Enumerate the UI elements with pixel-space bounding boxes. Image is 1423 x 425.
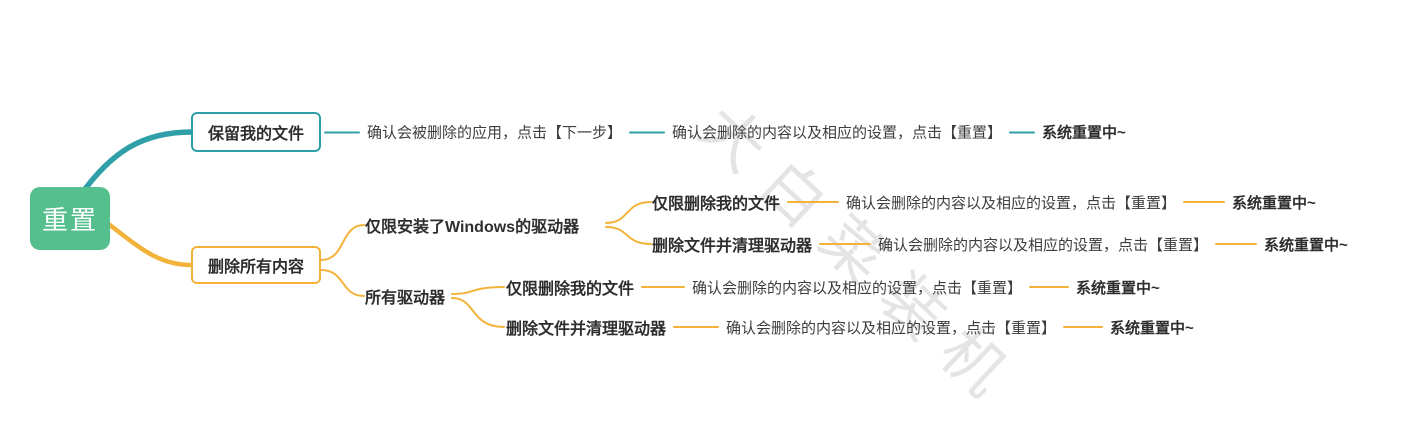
- root-node-label: 重置: [41, 205, 98, 235]
- node-remove-everything[interactable]: 删除所有内容: [191, 246, 321, 284]
- yellow-segment: [673, 326, 720, 328]
- windows-files-only-row: 仅限删除我的文件 确认会删除的内容以及相应的设置，点击【重置】 系统重置中~: [652, 190, 1316, 214]
- connector-windows-files-only: [605, 201, 652, 224]
- yellow-segment: [1029, 286, 1070, 288]
- yellow-segment: [1063, 326, 1104, 328]
- windows-files-only-confirm[interactable]: 确认会删除的内容以及相应的设置，点击【重置】: [846, 194, 1177, 212]
- connector-windows-clean-drive: [605, 226, 652, 245]
- windows-files-only-done[interactable]: 系统重置中~: [1232, 194, 1316, 212]
- yellow-segment: [819, 243, 872, 245]
- windows-files-only-label[interactable]: 仅限删除我的文件: [652, 196, 781, 213]
- alldrives-clean-drive-confirm[interactable]: 确认会删除的内容以及相应的设置，点击【重置】: [726, 319, 1057, 337]
- keep-done-text[interactable]: 系统重置中~: [1042, 124, 1126, 142]
- connector-remove-all-drives: [320, 269, 365, 297]
- alldrives-files-only-row: 仅限删除我的文件 确认会删除的内容以及相应的设置，点击【重置】 系统重置中~: [506, 275, 1160, 299]
- alldrives-clean-drive-label[interactable]: 删除文件并清理驱动器: [506, 321, 667, 338]
- keep-step1-text[interactable]: 确认会被删除的应用，点击【下一步】: [367, 124, 623, 142]
- yellow-segment: [1215, 243, 1258, 245]
- alldrives-files-only-done[interactable]: 系统重置中~: [1076, 279, 1160, 297]
- windows-clean-drive-label[interactable]: 删除文件并清理驱动器: [652, 238, 813, 255]
- keep-step2-text[interactable]: 确认会删除的内容以及相应的设置，点击【重置】: [672, 124, 1003, 142]
- windows-clean-drive-row: 删除文件并清理驱动器 确认会删除的内容以及相应的设置，点击【重置】 系统重置中~: [652, 232, 1348, 256]
- node-remove-everything-label: 删除所有内容: [207, 259, 304, 276]
- teal-segment: [1009, 131, 1036, 133]
- node-all-drives[interactable]: 所有驱动器: [365, 290, 446, 307]
- connector-remove-windows-drive: [320, 224, 365, 261]
- connector-root-remove: [103, 219, 195, 268]
- yellow-segment: [787, 201, 840, 203]
- alldrives-clean-drive-row: 删除文件并清理驱动器 确认会删除的内容以及相应的设置，点击【重置】 系统重置中~: [506, 315, 1194, 339]
- windows-clean-drive-confirm[interactable]: 确认会删除的内容以及相应的设置，点击【重置】: [878, 236, 1209, 254]
- connector-root-keep: [79, 129, 195, 196]
- alldrives-files-only-label[interactable]: 仅限删除我的文件: [506, 281, 635, 298]
- keep-branch-row: 确认会被删除的应用，点击【下一步】 确认会删除的内容以及相应的设置，点击【重置】…: [324, 122, 1126, 143]
- teal-segment: [324, 131, 360, 133]
- node-keep-my-files-label: 保留我的文件: [207, 126, 304, 143]
- yellow-segment: [1183, 201, 1226, 203]
- yellow-segment: [641, 286, 686, 288]
- connector-alldrives-clean-drive: [451, 297, 505, 328]
- node-windows-drive[interactable]: 仅限安装了Windows的驱动器: [365, 219, 580, 236]
- teal-segment: [629, 131, 666, 133]
- alldrives-clean-drive-done[interactable]: 系统重置中~: [1110, 319, 1194, 337]
- connector-alldrives-files-only: [451, 286, 505, 295]
- root-node-reset[interactable]: 重置: [30, 187, 110, 250]
- windows-clean-drive-done[interactable]: 系统重置中~: [1264, 236, 1348, 254]
- node-keep-my-files[interactable]: 保留我的文件: [191, 112, 321, 152]
- alldrives-files-only-confirm[interactable]: 确认会删除的内容以及相应的设置，点击【重置】: [692, 279, 1023, 297]
